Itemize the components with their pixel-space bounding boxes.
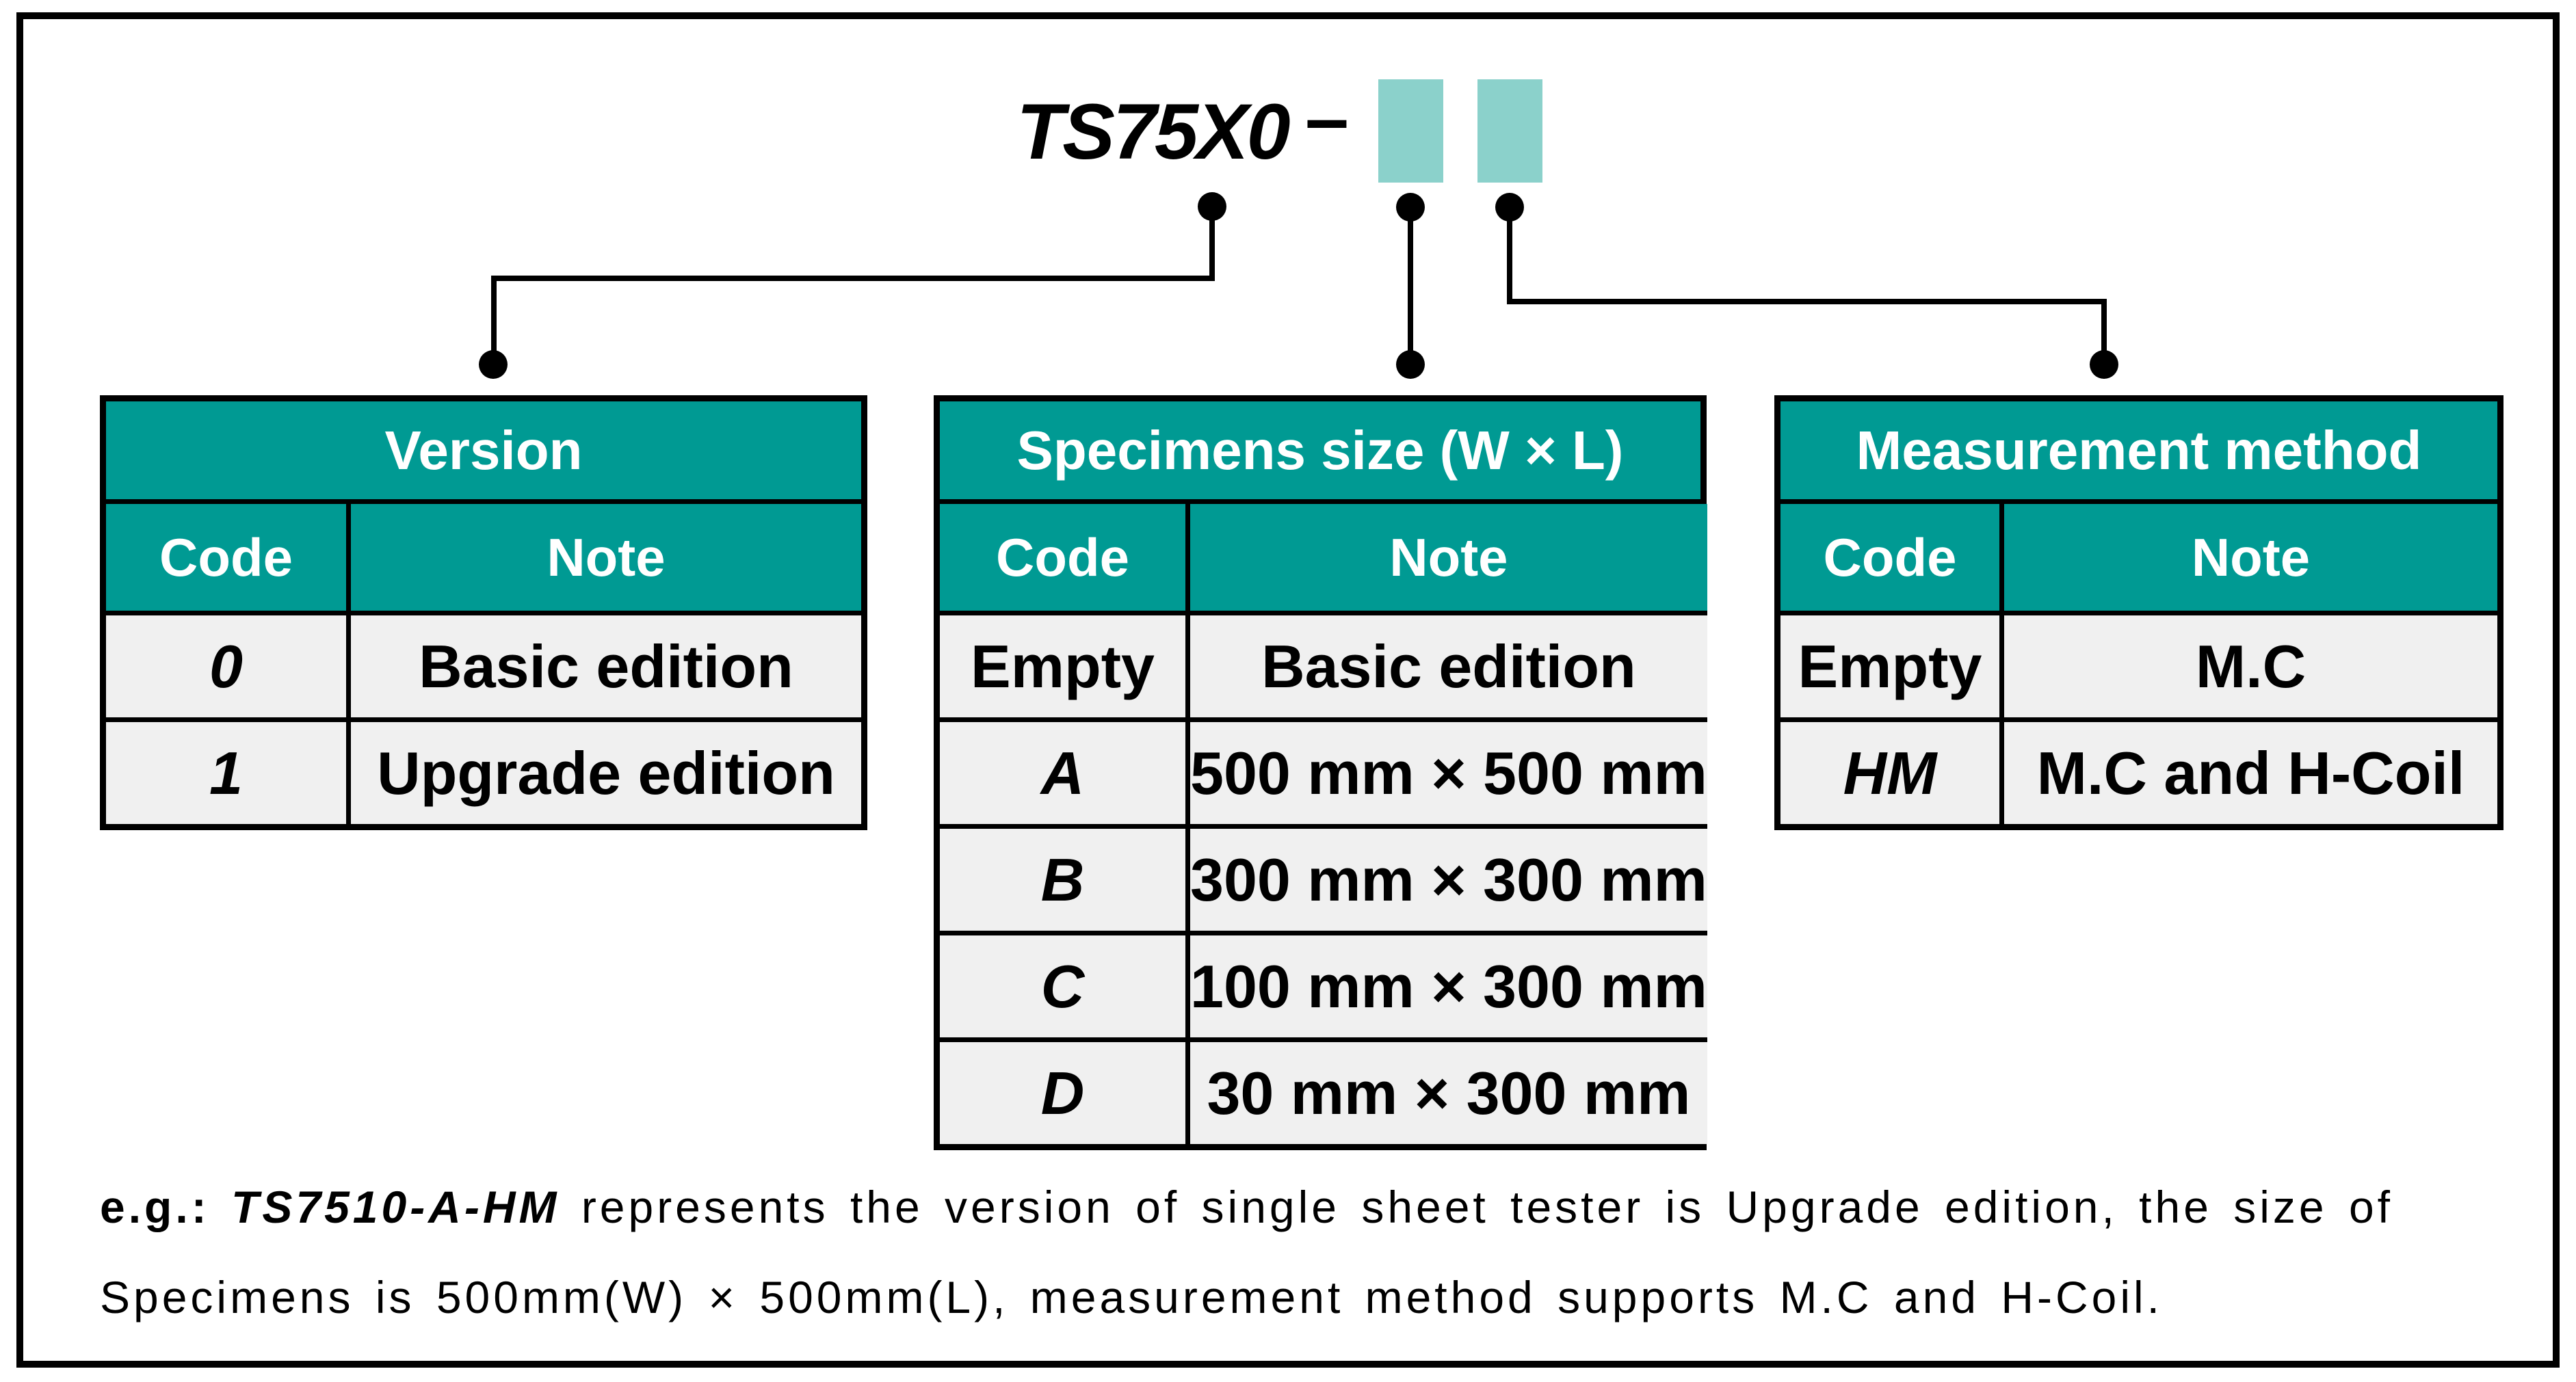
model-number: TS75X0 — [1016, 88, 1291, 176]
connector-dot-box2 — [1495, 193, 1524, 222]
example-line1-text: represents the version of single sheet t… — [581, 1182, 2394, 1232]
measurement-code-column-header: Code — [1780, 504, 2004, 611]
measurement-code-cell: Empty — [1780, 611, 2004, 717]
code-placeholder-box-2 — [1477, 79, 1542, 183]
connector-dot-version-table — [479, 350, 508, 379]
specimens-size-table-title: Specimens size (W × L) — [940, 401, 1700, 504]
example-text-line2: Specimens is 500mm(W) × 500mm(L), measur… — [100, 1272, 2164, 1323]
version-code-column-header: Code — [106, 504, 351, 611]
specimens-code-cell: A — [940, 717, 1190, 824]
connector-line-measurement-h — [1507, 299, 2107, 304]
measurement-note-column-header: Note — [2004, 504, 2497, 611]
model-separator-dash: – — [1305, 75, 1349, 162]
connector-line-version-v2 — [491, 276, 497, 364]
specimens-note-cell: 30 mm × 300 mm — [1190, 1037, 1707, 1144]
version-code-cell: 1 — [106, 717, 351, 824]
version-note-cell: Upgrade edition — [351, 717, 861, 824]
specimens-code-cell: B — [940, 824, 1190, 931]
version-code-cell: 0 — [106, 611, 351, 717]
measurement-note-cell: M.C and H-Coil — [2004, 717, 2497, 824]
connector-dot-measurement-table — [2090, 350, 2118, 379]
connector-line-specimens-v — [1408, 207, 1413, 364]
specimens-code-cell: C — [940, 931, 1190, 1037]
specimens-note-cell: 300 mm × 300 mm — [1190, 824, 1707, 931]
measurement-method-table: Measurement method Code Note Empty M.C H… — [1774, 395, 2503, 830]
measurement-method-table-title: Measurement method — [1780, 401, 2497, 504]
connector-line-measurement-v1 — [1507, 207, 1512, 302]
version-table-title: Version — [106, 401, 861, 504]
specimens-code-cell: D — [940, 1037, 1190, 1144]
version-note-column-header: Note — [351, 504, 861, 611]
example-text-line1: e.g.: TS7510-A-HM represents the version… — [100, 1184, 2393, 1230]
example-prefix: e.g.: — [100, 1182, 210, 1232]
connector-line-version-h — [491, 276, 1215, 281]
version-note-cell: Basic edition — [351, 611, 861, 717]
code-placeholder-box-1 — [1378, 79, 1443, 183]
measurement-note-cell: M.C — [2004, 611, 2497, 717]
specimens-note-cell: 500 mm × 500 mm — [1190, 717, 1707, 824]
connector-line-measurement-v2 — [2101, 299, 2107, 364]
specimens-note-cell: Basic edition — [1190, 611, 1707, 717]
connector-dot-box1 — [1396, 193, 1425, 222]
connector-line-version-v1 — [1209, 207, 1215, 278]
specimens-note-column-header: Note — [1190, 504, 1707, 611]
connector-dot-specimens-table — [1396, 350, 1425, 379]
version-table: Version Code Note 0 Basic edition 1 Upgr… — [100, 395, 867, 830]
specimens-code-cell: Empty — [940, 611, 1190, 717]
connector-dot-model — [1198, 192, 1226, 221]
specimens-size-table: Specimens size (W × L) Code Note Empty B… — [934, 395, 1707, 1150]
specimens-note-cell: 100 mm × 300 mm — [1190, 931, 1707, 1037]
specimens-code-column-header: Code — [940, 504, 1190, 611]
outer-border — [16, 12, 2560, 1368]
example-model: TS7510-A-HM — [231, 1182, 560, 1232]
measurement-code-cell: HM — [1780, 717, 2004, 824]
